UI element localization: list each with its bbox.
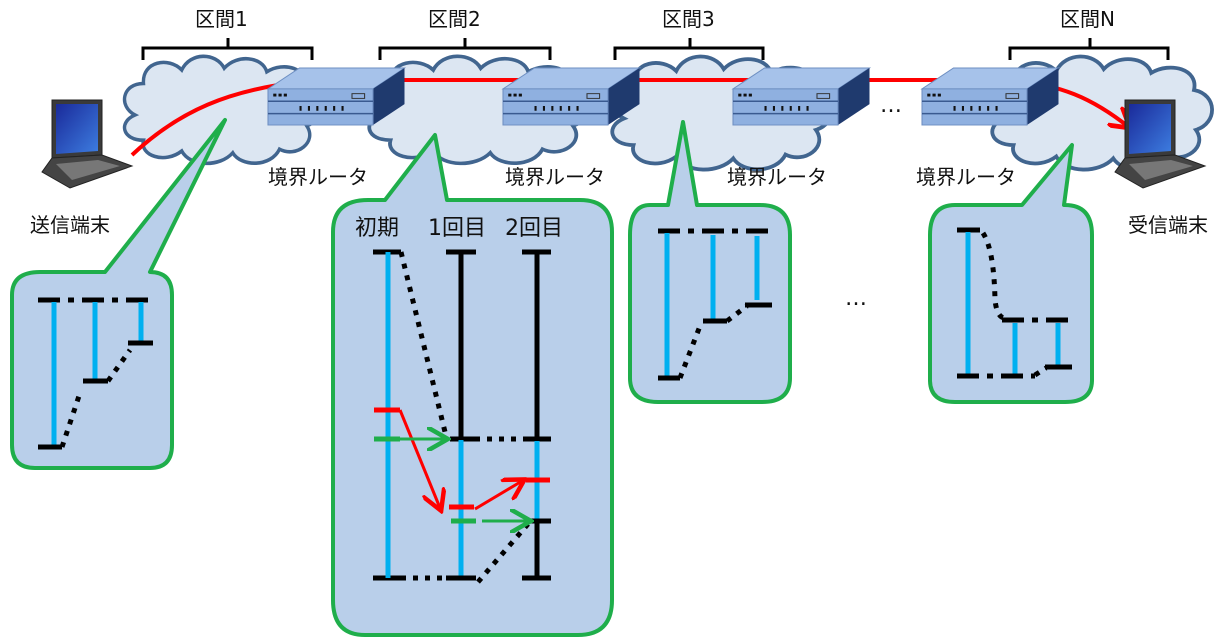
receiver-label: 受信端末	[1128, 213, 1208, 237]
router-label: 境界ルータ	[505, 165, 605, 189]
column-label-2nd: 2回目	[505, 216, 563, 241]
bubble-ellipsis: …	[845, 286, 867, 311]
callout-bubble-section-n	[928, 143, 1094, 404]
section-label-1: 区間1	[195, 7, 248, 31]
router-icon	[267, 67, 406, 126]
callout-bubble-section-1	[10, 118, 227, 470]
callout-bubble-section-2: 初期 1回目 2回目	[331, 133, 614, 637]
router-icon	[921, 67, 1060, 126]
section-brace-1	[141, 38, 314, 60]
router-label: 境界ルータ	[916, 165, 1016, 189]
router-ellipsis: …	[880, 93, 902, 118]
section-label-2: 区間2	[428, 7, 481, 31]
router-icon	[502, 67, 641, 126]
sender-label: 送信端末	[30, 213, 110, 237]
column-label-1st: 1回目	[428, 216, 486, 241]
section-label-n: 区間N	[1060, 7, 1115, 31]
router-label: 境界ルータ	[727, 165, 827, 189]
router-icon	[732, 67, 871, 126]
callout-bubble-section-3	[628, 120, 792, 404]
router-label: 境界ルータ	[268, 165, 368, 189]
section-brace-3	[613, 38, 765, 60]
section-brace-2	[378, 38, 552, 60]
sender-laptop-icon	[41, 99, 133, 189]
section-brace-n	[1008, 38, 1170, 60]
section-label-3: 区間3	[662, 7, 715, 31]
column-label-initial: 初期	[355, 216, 399, 241]
